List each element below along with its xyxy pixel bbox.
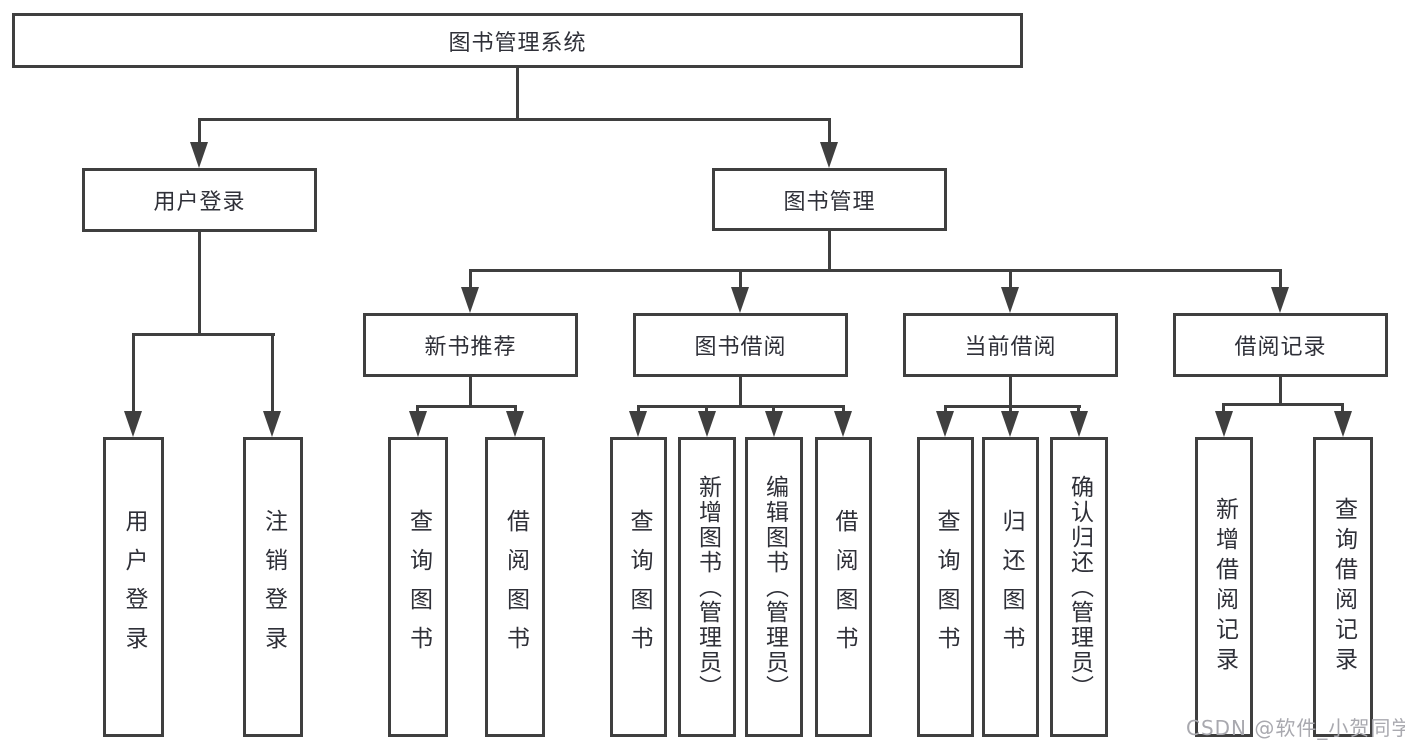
leaf-bb-edit-book-admin: 编辑图书（管理员） <box>745 437 803 737</box>
node-book-management: 图书管理 <box>712 168 947 231</box>
arrow-down-icon <box>629 411 647 437</box>
connector-line <box>1009 269 1012 289</box>
leaf-cb-return-book: 归还图书 <box>982 437 1039 737</box>
leaf-label: 借阅图书 <box>831 509 857 665</box>
leaf-label: 查询借阅记录 <box>1330 497 1357 677</box>
connector-line <box>739 269 742 289</box>
connector-line <box>1077 405 1080 413</box>
leaf-br-add-record: 新增借阅记录 <box>1195 437 1253 737</box>
connector-line <box>828 118 831 146</box>
connector-line <box>271 333 274 413</box>
leaf-bb-borrow-book: 借阅图书 <box>815 437 872 737</box>
connector-line <box>198 118 201 146</box>
leaf-label: 借阅图书 <box>502 509 529 665</box>
connector-line <box>1222 403 1225 413</box>
leaf-label: 确认归还（管理员） <box>1066 474 1093 700</box>
leaf-user-login: 用户登录 <box>103 437 164 737</box>
leaf-label: 用户登录 <box>121 509 147 665</box>
connector-line <box>1009 377 1012 408</box>
connector-line <box>469 377 472 408</box>
arrow-down-icon <box>820 142 838 168</box>
connector-line <box>514 405 517 413</box>
connector-line <box>637 405 640 413</box>
csdn-watermark: CSDN @软件_小贺同学 <box>1186 716 1405 740</box>
connector-line <box>828 231 831 272</box>
node-current-borrowing: 当前借阅 <box>903 313 1118 377</box>
node-new-book-recommend: 新书推荐 <box>363 313 578 377</box>
arrow-down-icon <box>1271 287 1289 313</box>
node-borrowing-records: 借阅记录 <box>1173 313 1388 377</box>
connector-line <box>1279 377 1282 406</box>
leaf-label: 新增借阅记录 <box>1211 497 1238 677</box>
connector-line <box>1341 403 1344 413</box>
node-library-system: 图书管理系统 <box>12 13 1023 68</box>
leaf-label: 编辑图书（管理员） <box>761 474 788 700</box>
connector-line <box>469 269 1282 272</box>
arrow-down-icon <box>124 411 142 437</box>
connector-line <box>132 333 135 413</box>
arrow-down-icon <box>409 411 427 437</box>
leaf-br-query-record: 查询借阅记录 <box>1313 437 1373 737</box>
arrow-down-icon <box>461 287 479 313</box>
node-user-login: 用户登录 <box>82 168 317 232</box>
connector-line <box>1279 269 1282 289</box>
arrow-down-icon <box>834 411 852 437</box>
leaf-label: 查询图书 <box>626 509 652 665</box>
leaf-logout: 注销登录 <box>243 437 303 737</box>
arrow-down-icon <box>731 287 749 313</box>
arrow-down-icon <box>698 411 716 437</box>
connector-line <box>469 269 472 289</box>
arrow-down-icon <box>1001 287 1019 313</box>
leaf-bb-add-book-admin: 新增图书（管理员） <box>678 437 736 737</box>
connector-line <box>198 118 831 121</box>
connector-line <box>516 68 519 120</box>
connector-line <box>416 405 517 408</box>
arrow-down-icon <box>1001 411 1019 437</box>
node-book-borrowing: 图书借阅 <box>633 313 848 377</box>
leaf-label: 新增图书（管理员） <box>694 474 721 700</box>
leaf-rec-borrow-book: 借阅图书 <box>485 437 545 737</box>
connector-line <box>772 405 775 413</box>
arrow-down-icon <box>506 411 524 437</box>
leaf-label: 查询图书 <box>405 509 432 665</box>
leaf-label: 注销登录 <box>260 509 287 665</box>
connector-line <box>1222 403 1344 406</box>
arrow-down-icon <box>1215 411 1233 437</box>
connector-line <box>944 405 947 413</box>
leaf-cb-query-book: 查询图书 <box>917 437 974 737</box>
connector-line <box>637 405 845 408</box>
connector-line <box>198 232 201 335</box>
leaf-label: 查询图书 <box>933 509 959 665</box>
leaf-rec-query-book: 查询图书 <box>388 437 448 737</box>
connector-line <box>1009 405 1012 413</box>
connector-line <box>416 405 419 413</box>
arrow-down-icon <box>936 411 954 437</box>
leaf-label: 归还图书 <box>998 509 1024 665</box>
connector-line <box>132 333 275 336</box>
leaf-cb-confirm-return-admin: 确认归还（管理员） <box>1050 437 1108 737</box>
leaf-bb-query-book: 查询图书 <box>610 437 667 737</box>
arrow-down-icon <box>1334 411 1352 437</box>
connector-line <box>944 405 1081 408</box>
connector-line <box>739 377 742 408</box>
arrow-down-icon <box>1070 411 1088 437</box>
arrow-down-icon <box>765 411 783 437</box>
connector-line <box>705 405 708 413</box>
connector-line <box>842 405 845 413</box>
arrow-down-icon <box>190 142 208 168</box>
arrow-down-icon <box>263 411 281 437</box>
